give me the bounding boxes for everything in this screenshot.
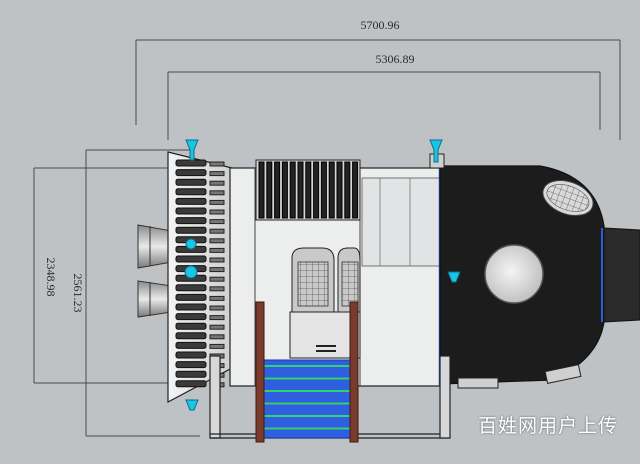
ring-rib	[175, 332, 207, 340]
dimension-overall-length	[135, 39, 621, 140]
ring-rib-inner	[209, 199, 225, 205]
ring-rib-inner	[209, 276, 225, 282]
ring-rib-inner	[209, 247, 225, 253]
porthole-window	[484, 244, 544, 304]
ring-rib	[175, 293, 207, 301]
boarding-steps	[261, 359, 359, 439]
ring-rib	[175, 169, 207, 177]
ring-rib	[175, 226, 207, 234]
ring-rib	[175, 188, 207, 196]
top-rib	[274, 161, 281, 219]
ring-rib-inner	[209, 267, 225, 273]
ring-rib	[175, 313, 207, 321]
upper-window	[542, 180, 594, 216]
overall-length-label: 5700.96	[361, 18, 400, 32]
ring-rib	[175, 178, 207, 186]
ring-rib-inner	[209, 343, 225, 349]
dimension-overall-height	[85, 149, 200, 437]
top-rib	[336, 161, 343, 219]
ring-rib-inner	[209, 257, 225, 263]
ring-rib-inner	[209, 305, 225, 311]
top-rib	[328, 161, 335, 219]
ring-rib-inner	[209, 315, 225, 321]
body-length-label: 5306.89	[376, 52, 415, 66]
seat-right	[337, 247, 361, 313]
ring-rib	[175, 197, 207, 205]
ring-rib-inner	[209, 171, 225, 177]
top-rib	[305, 161, 312, 219]
step-treads	[264, 365, 356, 430]
top-rib	[320, 161, 327, 219]
inner-height-label: 2348.98	[44, 258, 58, 297]
ring-rib-inner	[209, 238, 225, 244]
ring-rib	[175, 351, 207, 359]
ring-rib-inner	[209, 228, 225, 234]
ring-rib-inner	[209, 334, 225, 340]
ring-rib-inner	[209, 209, 225, 215]
hatch-panel	[361, 177, 441, 267]
top-module-ribs	[258, 161, 359, 219]
top-rib	[344, 161, 351, 219]
ring-rib	[175, 341, 207, 349]
top-rib	[266, 161, 273, 219]
top-rib	[289, 161, 296, 219]
lower-bracket-2	[544, 364, 582, 384]
seat-left	[291, 247, 335, 313]
ring-rib	[175, 322, 207, 330]
ring-rib	[175, 370, 207, 378]
ring-rib	[175, 380, 207, 388]
top-rib	[313, 161, 320, 219]
rail-left	[255, 301, 265, 443]
watermark: 百姓网用户上传	[477, 415, 618, 437]
ring-rib	[175, 255, 207, 263]
ring-rib	[175, 303, 207, 311]
support-stand	[209, 355, 451, 439]
thruster-nozzles	[137, 224, 173, 318]
ring-rib	[175, 361, 207, 369]
ring-rib	[175, 284, 207, 292]
overall-height-label: 2561.23	[71, 274, 85, 313]
nose-cone	[603, 227, 640, 323]
ring-rib-inner	[209, 161, 225, 167]
ring-rib-inner	[209, 180, 225, 186]
ring-rib	[175, 217, 207, 225]
ring-rib-inner	[209, 324, 225, 330]
dimension-body-length	[167, 71, 601, 140]
top-rib	[352, 161, 359, 219]
ring-rib-inner	[209, 295, 225, 301]
ring-rib-inner	[209, 219, 225, 225]
cyan-handles	[184, 139, 461, 411]
ring-rib-inner	[209, 286, 225, 292]
ring-rib	[175, 207, 207, 215]
lower-bracket	[457, 377, 499, 389]
top-rib	[297, 161, 304, 219]
top-rib	[258, 161, 265, 219]
ring-rib-inner	[209, 190, 225, 196]
rail-right	[349, 301, 359, 443]
ring-rib	[175, 159, 207, 167]
dimension-inner-height	[33, 167, 180, 384]
top-rib	[281, 161, 288, 219]
